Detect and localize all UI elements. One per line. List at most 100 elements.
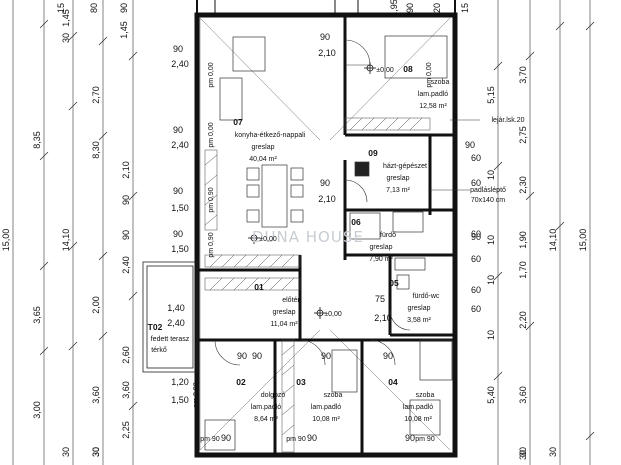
sink-icon	[392, 211, 424, 233]
wall-hatching	[204, 117, 431, 453]
dim-right-inner: 3,60	[518, 386, 528, 404]
dim-left-inner: 3,60	[91, 386, 101, 404]
room-area: 11,04 m²	[270, 321, 298, 328]
dim-opening: 2,10	[374, 313, 392, 323]
dim-left-col4: 3,60	[121, 381, 131, 399]
dim-left-col4: 2,10	[121, 161, 131, 179]
dim-opening: 60	[471, 153, 481, 163]
dim-top: 1,45	[119, 21, 129, 39]
dim-left-inner: 2,40	[121, 256, 131, 274]
room-floor: lam.padló	[418, 91, 448, 98]
dim-opening: 90	[320, 178, 330, 188]
dim-bottom: 30	[518, 447, 528, 457]
armchair-icon	[219, 77, 243, 121]
dim-top: 20	[432, 3, 442, 13]
dim-right-inner: 1,70	[518, 261, 528, 279]
dim-bottom: 30	[61, 447, 71, 457]
dim-opening: 1,50	[171, 203, 189, 213]
lejaro-label: lejár.lsk.20	[491, 117, 524, 124]
door-swings	[214, 39, 411, 366]
walls	[194, 0, 458, 458]
dim-left-col4: 90	[121, 230, 131, 240]
room-floor: greslap	[370, 244, 393, 251]
furniture	[204, 35, 453, 451]
dim-left-inner: 30	[91, 447, 101, 457]
dim-left-mid: 8,35	[32, 131, 42, 149]
dim-right-mid: 10	[486, 275, 496, 285]
padlas-size-label: 70x140 cm	[471, 197, 505, 204]
dim-left-inner: 2,60	[121, 346, 131, 364]
room-area: 3,58 m²	[407, 317, 431, 324]
level-markers	[248, 62, 376, 319]
room-name: előtér	[282, 297, 300, 304]
dim-opening: 2,10	[318, 194, 336, 204]
dim-opening: 2,40	[171, 59, 189, 69]
room-floor: lam.padló	[251, 404, 281, 411]
dim-left-outer: 15,00	[1, 229, 11, 252]
room-floor: lam.padló	[311, 404, 341, 411]
dim-opening: 90	[320, 32, 330, 42]
room-name: fürdő-wc	[413, 293, 440, 300]
dim-bottom: 30	[91, 447, 101, 457]
dim-opening: 90	[221, 433, 231, 443]
dim-right-inner: 2,75	[518, 126, 528, 144]
dim-opening: 90	[383, 351, 393, 361]
parapet-label: pm 0,90	[193, 382, 200, 407]
dim-right-inner: 5,15	[486, 86, 496, 104]
room-area: 10,08 m²	[404, 416, 432, 423]
room-number: 04	[388, 377, 398, 387]
dim-left-inner: 30	[61, 33, 71, 43]
ceiling-diagonals	[199, 17, 451, 451]
room-number: 05	[389, 278, 399, 288]
padlas-label: padlásléptő	[470, 187, 506, 194]
dim-left-inner: 2,25	[121, 421, 131, 439]
dim-opening: 90	[252, 351, 262, 361]
dim-opening: 60	[471, 304, 481, 314]
dim-left-col4: 90	[121, 195, 131, 205]
dim-opening: 90	[173, 186, 183, 196]
dim-opening: 2,40	[171, 140, 189, 150]
dim-left-mid: 3,65	[32, 306, 42, 324]
room-number: 03	[296, 377, 306, 387]
dim-opening: 90	[307, 433, 317, 443]
room-area: 7,90 m²	[369, 256, 393, 263]
dim-opening: 60	[471, 229, 481, 239]
dim-opening: 1,20	[171, 377, 189, 387]
bathtub-icon	[349, 212, 381, 240]
room-number: 09	[368, 148, 378, 158]
dim-opening: 90	[237, 351, 247, 361]
terrace-number: T02	[148, 322, 163, 332]
room-number: 01	[254, 282, 264, 292]
room-name: dolgozó	[261, 392, 286, 399]
dim-top: 90	[119, 3, 129, 13]
parapet-label: pm 0,00	[208, 122, 215, 147]
dimension-lines	[12, 0, 595, 465]
watermark: DUNA HOUSE	[252, 228, 364, 246]
room-area: 8,64 m²	[254, 416, 278, 423]
level-label: ±0,00	[324, 311, 342, 318]
terrace-outline	[142, 261, 198, 373]
dim-top: 15	[460, 3, 470, 13]
terrace-floor: térkő	[151, 347, 167, 354]
dim-left-mid: 3,00	[32, 401, 42, 419]
room-number: 06	[351, 217, 361, 227]
level-label: ±0,00	[376, 67, 394, 74]
room-area: 10,08 m²	[312, 416, 340, 423]
room-name: konyha-étkező-nappali	[235, 132, 306, 139]
room-number: 07	[233, 117, 243, 127]
parapet-label: pm 90	[200, 436, 220, 443]
misc-labels: ±0,00±0,00±0,00lejár.lsk.20padlásléptő70…	[259, 67, 524, 318]
dim-right-outer: 14,10	[548, 229, 558, 252]
dim-opening: 1,50	[171, 244, 189, 254]
room-floor: greslap	[387, 175, 410, 182]
dim-right-inner: 5,40	[486, 386, 496, 404]
room-area: 7,13 m²	[386, 187, 410, 194]
sofa-icon	[232, 36, 266, 72]
dim-opening: 90	[465, 140, 475, 150]
annotation-arrows	[430, 119, 480, 191]
desk-icon	[204, 419, 236, 451]
dim-opening: 60	[471, 178, 481, 188]
dim-top: 1,95	[389, 0, 399, 17]
